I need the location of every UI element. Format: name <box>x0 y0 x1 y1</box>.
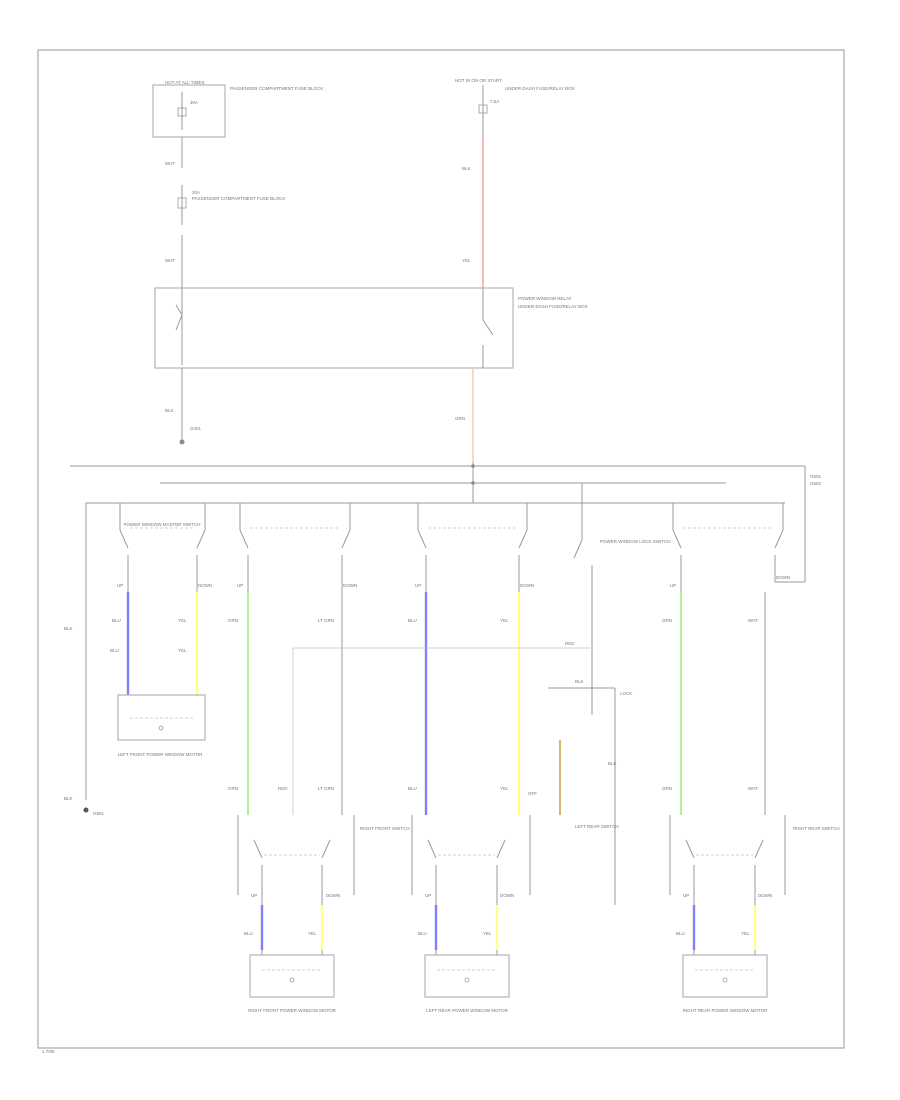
wire-label-mid-right: YEL <box>462 258 471 263</box>
fuse-amp-left: 30A <box>190 100 198 105</box>
passenger-fuse-desc: PASSENGER COMPARTMENT FUSE BLOCK <box>192 196 285 201</box>
wire-label-blu-lf: BLU <box>112 618 121 623</box>
ground-label-left: G401 <box>190 426 202 431</box>
bus-label: G501 <box>810 474 822 479</box>
wire-label-blu-lr-2: BLU <box>408 786 417 791</box>
sw-down-rr-sub: DOWN <box>758 893 772 898</box>
master-switch-left-rear: UP DOWN <box>415 503 534 592</box>
sw-up-lr: UP <box>415 583 421 588</box>
ground-g401: G401 <box>179 426 202 445</box>
wire-label-top-right: BLK <box>462 166 471 171</box>
wire-label-feed-rf: RED <box>278 786 288 791</box>
switch-label-right-front: RIGHT FRONT SWITCH <box>360 826 410 831</box>
wire-label-grn-rr-2: GRN <box>662 786 672 791</box>
fuse-title-left: HOT AT ALL TIMES <box>165 80 205 85</box>
wire-label-wht-rr-2: WHT <box>748 786 758 791</box>
sw-down-rf-sub: DOWN <box>326 893 340 898</box>
sw-down-lf: DOWN <box>198 583 212 588</box>
fuse-box-top-right: HOT IN ON OR START UNDER-DASH FUSE/RELAY… <box>455 78 575 135</box>
wire-label-blu-rf-m: BLU <box>244 931 253 936</box>
motor-right-rear: RIGHT REAR POWER WINDOW MOTOR <box>682 954 769 1013</box>
sw-up-lf: UP <box>117 583 123 588</box>
switch-right-front: RIGHT FRONT SWITCH UP DOWN <box>237 815 410 955</box>
sw-down-rr: DOWN <box>776 575 790 580</box>
motor-right-front: RIGHT FRONT POWER WINDOW MOTOR <box>248 954 337 1013</box>
fuse-title-right: HOT IN ON OR START <box>455 78 502 83</box>
sw-up-rr: UP <box>670 583 676 588</box>
wire-label-blk-lf: BLK <box>64 626 73 631</box>
master-switch-left-front: POWER WINDOW MASTER SWITCH UP DOWN <box>85 503 212 800</box>
wire-label-feed: RED <box>565 641 575 646</box>
wire-label-lock: BLK <box>575 679 584 684</box>
sw-down-lr-sub: DOWN <box>500 893 514 898</box>
wire-label-grn-rf: GRN <box>228 618 238 623</box>
sw-down-rf: DOWN <box>343 583 357 588</box>
wire-label-blu-lr: BLU <box>408 618 417 623</box>
master-switch-right-front: UP DOWN <box>237 503 357 592</box>
wire-label-blu-lf-2: BLU <box>110 648 119 653</box>
wire-label-top-left: WHT <box>165 161 175 166</box>
motor-label-right-front: RIGHT FRONT POWER WINDOW MOTOR <box>248 1008 336 1013</box>
wire-label-grn-rf-2: GRN <box>228 786 238 791</box>
lock-switch-label: POWER WINDOW LOCK SWITCH <box>600 539 671 544</box>
motor-label-left-rear: LEFT REAR POWER WINDOW MOTOR <box>426 1008 509 1013</box>
bus-label-2: G502 <box>810 481 822 486</box>
switch-label-left-rear: LEFT REAR SWITCH <box>575 824 619 829</box>
wire-label-yel-lr: YEL <box>500 618 509 623</box>
fuse-desc-right: UNDER-DASH FUSE/RELAY BOX <box>505 86 575 91</box>
ground-lf: G501 <box>83 807 105 816</box>
wire-label-lock-tan: OFF <box>528 791 537 796</box>
power-window-relay: POWER WINDOW RELAY UNDER-DASH FUSE/RELAY… <box>154 287 588 369</box>
wire-label-yel-lr-m: YEL <box>483 931 492 936</box>
motor-left-rear: LEFT REAR POWER WINDOW MOTOR <box>424 954 510 1013</box>
wire-label-blk-lf-2: BLK <box>64 796 73 801</box>
sw-up-rf-sub: UP <box>251 893 257 898</box>
passenger-fuse-amp: 20A <box>192 190 200 195</box>
fuse-box-top-left: HOT AT ALL TIMES PASSENGER COMPARTMENT F… <box>152 80 323 138</box>
wire-label-yel-rf-m: YEL <box>308 931 317 936</box>
wire-label-blu-lr-m: BLU <box>418 931 427 936</box>
wire-label-lock-2: BLK <box>608 761 617 766</box>
wire-label-yel-rr-m: YEL <box>741 931 750 936</box>
lock-switch-desc: LOCK <box>620 691 632 696</box>
relay-label: POWER WINDOW RELAY <box>518 296 572 301</box>
motor-label-left-front: LEFT FRONT POWER WINDOW MOTOR <box>118 752 203 757</box>
wire-label-yel-lf-2: YEL <box>178 648 187 653</box>
sw-up-lr-sub: UP <box>425 893 431 898</box>
ground-label-lf: G501 <box>93 811 105 816</box>
wire-label-blu-rr-m: BLU <box>676 931 685 936</box>
sw-down-lr: DOWN <box>520 583 534 588</box>
switch-left-rear: UP DOWN <box>411 815 531 955</box>
footer-code: 1.7/99 <box>42 1049 55 1054</box>
wire-label-yel-lf: YEL <box>178 618 187 623</box>
fuse-desc-left: PASSENGER COMPARTMENT FUSE BLOCK <box>230 86 323 91</box>
master-switch-right-rear: UP DOWN <box>670 503 805 592</box>
fuse-amp-right: 7.5A <box>490 99 499 104</box>
sw-up-rf: UP <box>237 583 243 588</box>
passenger-fuse: PASSENGER COMPARTMENT FUSE BLOCK 20A <box>177 185 285 225</box>
wire-label-wht-rf-2: LT GRN <box>318 786 334 791</box>
sw-up-rr-sub: UP <box>683 893 689 898</box>
wire-label-yel-lr-2: YEL <box>500 786 509 791</box>
wire-label-wht-rf: LT GRN <box>318 618 334 623</box>
window-lock-switch-master: POWER WINDOW LOCK SWITCH <box>573 483 671 715</box>
diagram-frame <box>37 49 845 1049</box>
motor-label-right-rear: RIGHT REAR POWER WINDOW MOTOR <box>683 1008 769 1013</box>
wire-label-mid-left: WHT <box>165 258 175 263</box>
relay-desc: UNDER-DASH FUSE/RELAY BOX <box>518 304 588 309</box>
switch-master-label: POWER WINDOW MASTER SWITCH <box>124 522 201 527</box>
switch-label-right-rear: RIGHT REAR SWITCH <box>793 826 840 831</box>
wire-label-relay-left: BLK <box>165 408 174 413</box>
wire-label-wht-rr: WHT <box>748 618 758 623</box>
motor-left-front: LEFT FRONT POWER WINDOW MOTOR <box>117 694 206 757</box>
wire-label-grn-rr: GRN <box>662 618 672 623</box>
wire-label-relay-right: GRN <box>455 416 465 421</box>
